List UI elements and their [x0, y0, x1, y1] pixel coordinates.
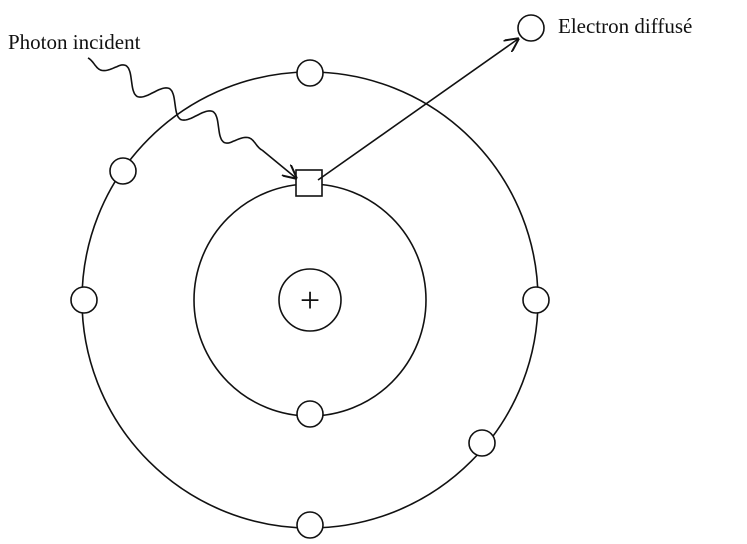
outer-electron-lower-right	[469, 430, 495, 456]
incident-photon-arrow	[262, 150, 296, 178]
scattered-electron-arrow	[318, 39, 518, 180]
outer-electron-top	[297, 60, 323, 86]
scattered-electron	[518, 15, 544, 41]
inner-electron	[297, 401, 323, 427]
outer-electron-right	[523, 287, 549, 313]
electron-vacancy	[296, 170, 322, 196]
incident-photon-label: Photon incident	[8, 32, 140, 53]
outer-electron-left	[71, 287, 97, 313]
outer-electron-upper-left	[110, 158, 136, 184]
nucleus-charge: +	[300, 280, 320, 320]
incident-photon-wave	[88, 58, 262, 150]
outer-electron-bottom	[297, 512, 323, 538]
scattered-electron-label: Electron diffusé	[558, 16, 692, 37]
